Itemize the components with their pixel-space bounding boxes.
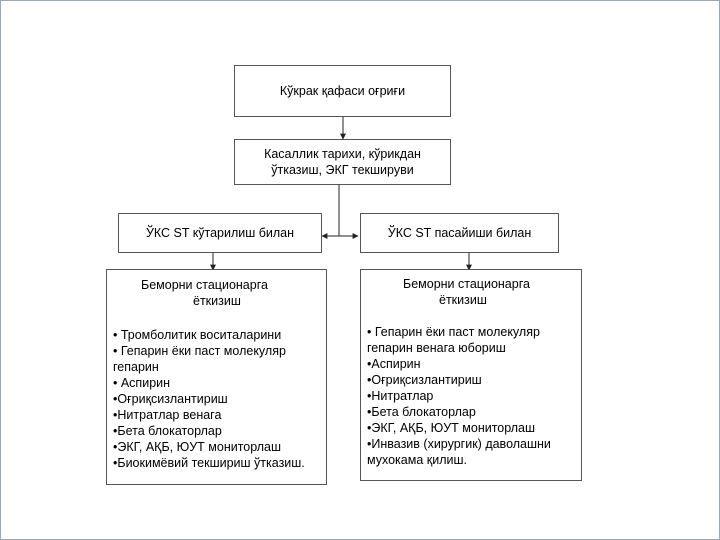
st-depression-title: ЎКС ST пасайиши билан: [387, 226, 532, 240]
left-item: • Аспирин: [113, 376, 171, 390]
right-item: •Оғриқсизлантириш: [367, 373, 482, 387]
right-item: • Гепарин ёки паст молекуляр: [367, 325, 540, 339]
st-depression-treatment-box: Беморни стационарга ёткизиш • Гепарин ёк…: [360, 269, 582, 481]
left-item: гепарин: [113, 360, 159, 374]
chest-pain-box: Кўкрак қафаси оғриғи: [234, 65, 451, 117]
left-item: •Оғриқсизлантириш: [113, 392, 228, 406]
chest-pain-label: Кўкрак қафаси оғриғи: [279, 84, 406, 98]
st-elevation-box: ЎКС ST кўтарилиш билан: [118, 213, 322, 253]
left-header-line-2: ёткизиш: [193, 294, 241, 308]
left-item: • Гепарин ёки паст молекуляр: [113, 344, 286, 358]
st-depression-box: ЎКС ST пасайиши билан: [360, 213, 559, 253]
left-item: • Тромболитик воситаларини: [113, 328, 282, 342]
right-item: гепарин венага юбориш: [367, 341, 506, 355]
right-item: •Бета блокаторлар: [367, 405, 476, 419]
st-elevation-title: ЎКС ST кўтарилиш билан: [145, 226, 295, 240]
right-item: •Аспирин: [367, 357, 421, 371]
right-item: мухокама қилиш.: [367, 453, 467, 467]
right-item: •Нитратлар: [367, 389, 434, 403]
left-item: •Биокимёвий текшириш ўтказиш.: [113, 456, 305, 470]
history-exam-line-1: Касаллик тарихи, кўрикдан: [264, 147, 421, 161]
left-item: •Бета блокаторлар: [113, 424, 222, 438]
history-exam-box: Касаллик тарихи, кўрикдан ўтказиш, ЭКГ т…: [234, 139, 451, 185]
left-header-line-1: Беморни стационарга: [141, 278, 268, 292]
left-item: •Нитратлар венага: [113, 408, 222, 422]
right-item: •ЭКГ, АҚБ, ЮУТ мониторлаш: [367, 421, 536, 435]
right-item: •Инвазив (хирургик) даволашни: [367, 437, 551, 451]
right-header-line-1: Беморни стационарга: [403, 277, 530, 291]
right-header-line-2: ёткизиш: [439, 293, 487, 307]
history-exam-line-2: ўтказиш, ЭКГ текшируви: [271, 163, 414, 177]
left-item: •ЭКГ, АҚБ, ЮУТ мониторлаш: [113, 440, 282, 454]
st-elevation-treatment-box: Беморни стационарга ёткизиш • Тромболити…: [106, 269, 327, 485]
